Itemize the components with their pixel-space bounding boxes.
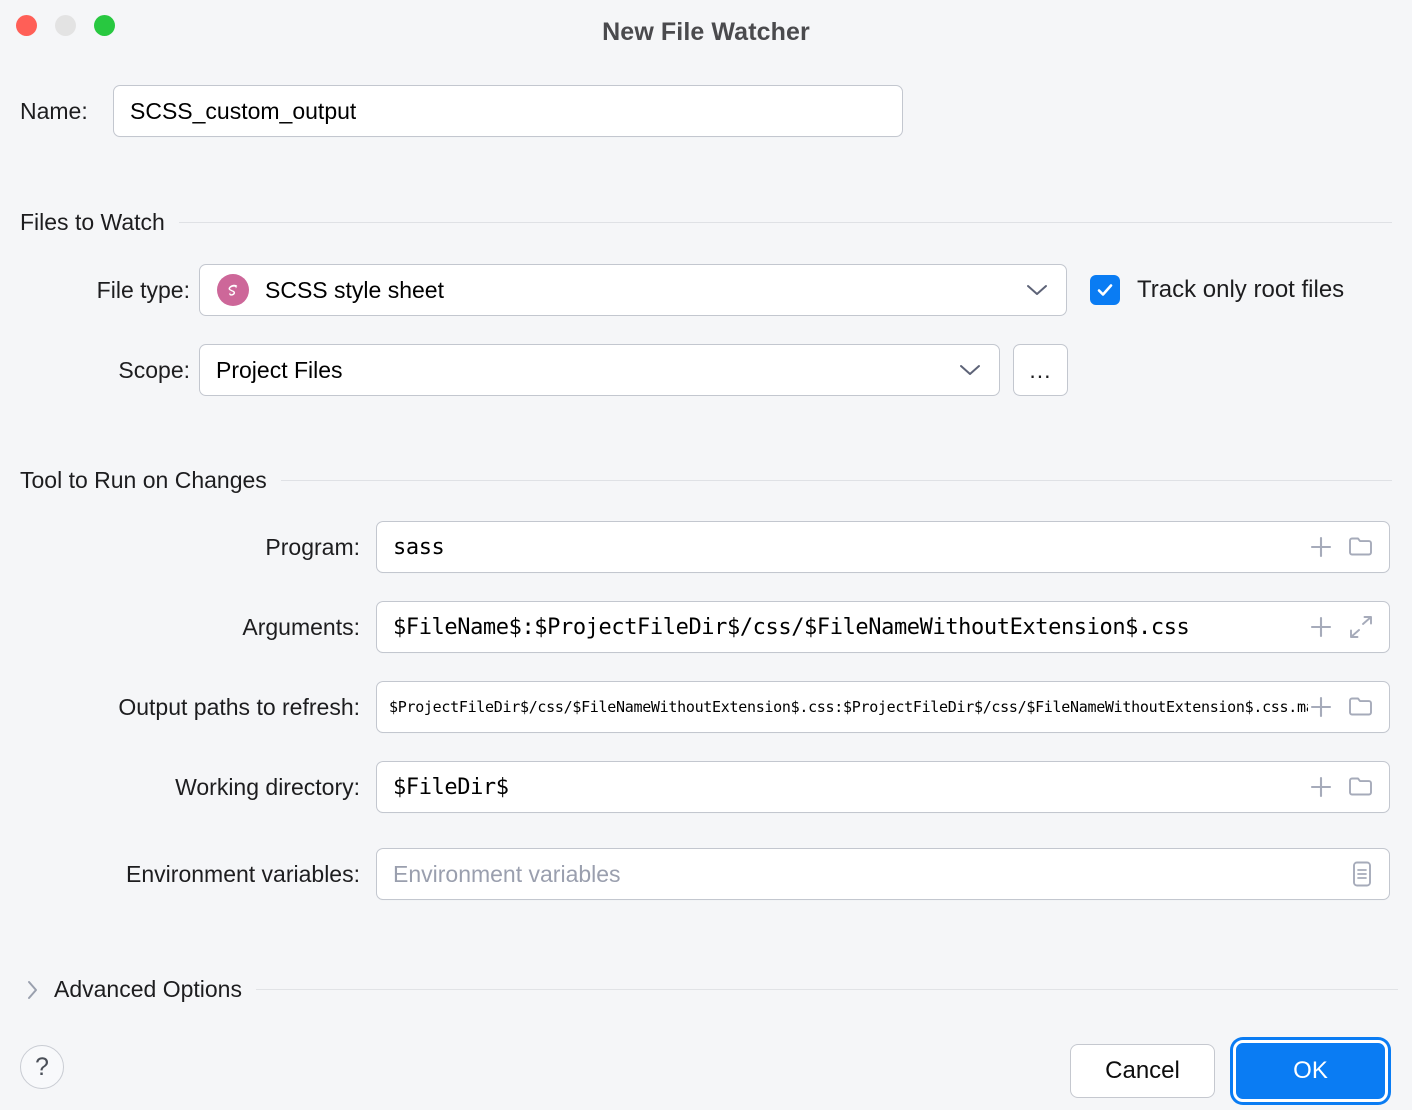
expand-editor-icon[interactable]: [1347, 613, 1375, 641]
browse-folder-icon[interactable]: [1347, 774, 1375, 800]
advanced-options-label: Advanced Options: [54, 976, 242, 1002]
window-title: New File Watcher: [602, 18, 810, 46]
ok-button[interactable]: OK: [1233, 1040, 1388, 1102]
track-only-root-files-checkbox[interactable]: [1090, 275, 1120, 305]
check-icon: [1097, 284, 1113, 296]
file-type-dropdown[interactable]: SCSS style sheet: [199, 264, 1067, 316]
advanced-divider: [255, 989, 1398, 990]
program-input-value: sass: [393, 534, 445, 560]
working-directory-row: Working directory: $FileDir$: [68, 761, 1390, 813]
name-label: Name:: [20, 97, 88, 124]
program-row: Program: sass: [68, 521, 1390, 573]
help-button[interactable]: ?: [20, 1045, 64, 1089]
zoom-window-button[interactable]: [94, 15, 115, 36]
environment-variables-label: Environment variables:: [126, 860, 360, 887]
insert-macro-icon[interactable]: [1308, 694, 1334, 720]
chevron-right-icon[interactable]: [26, 979, 40, 1001]
minimize-window-button[interactable]: [55, 15, 76, 36]
file-type-value: SCSS style sheet: [265, 276, 444, 303]
window-controls: [16, 15, 115, 36]
edit-variables-list-icon[interactable]: [1349, 859, 1375, 889]
arguments-label: Arguments:: [242, 613, 360, 640]
tool-to-run-section-header: Tool to Run on Changes: [20, 467, 1392, 494]
name-input[interactable]: SCSS_custom_output: [113, 85, 903, 137]
program-label: Program:: [265, 533, 360, 560]
chevron-down-icon: [959, 363, 999, 377]
chevron-down-icon: [1026, 283, 1066, 297]
arguments-input[interactable]: $FileName$:$ProjectFileDir$/css/$FileNam…: [376, 601, 1390, 653]
track-only-root-files-label: Track only root files: [1137, 276, 1345, 303]
files-to-watch-title: Files to Watch: [20, 209, 165, 235]
cancel-button[interactable]: Cancel: [1070, 1044, 1215, 1098]
environment-variables-row: Environment variables: Environment varia…: [68, 848, 1390, 900]
scope-label: Scope:: [118, 356, 190, 383]
name-row: Name: SCSS_custom_output: [20, 85, 903, 137]
output-paths-row: Output paths to refresh: $ProjectFileDir…: [68, 681, 1390, 733]
arguments-input-value: $FileName$:$ProjectFileDir$/css/$FileNam…: [393, 614, 1190, 640]
scope-dropdown[interactable]: Project Files: [199, 344, 1000, 396]
scope-value: Project Files: [216, 356, 343, 383]
output-paths-input-value: $ProjectFileDir$/css/$FileNameWithoutExt…: [389, 698, 1308, 716]
browse-folder-icon[interactable]: [1347, 694, 1375, 720]
output-paths-input[interactable]: $ProjectFileDir$/css/$FileNameWithoutExt…: [376, 681, 1390, 733]
track-only-root-files-checkbox-row[interactable]: Track only root files: [1090, 275, 1344, 305]
tool-to-run-title: Tool to Run on Changes: [20, 467, 267, 493]
file-type-row: File type: SCSS style sheet: [68, 264, 1067, 316]
scss-logo-icon: [217, 274, 249, 306]
scope-row: Scope: Project Files ...: [68, 344, 1068, 396]
program-input[interactable]: sass: [376, 521, 1390, 573]
arguments-row: Arguments: $FileName$:$ProjectFileDir$/c…: [68, 601, 1390, 653]
scope-browse-button[interactable]: ...: [1013, 344, 1068, 396]
title-bar: New File Watcher: [0, 0, 1412, 66]
insert-macro-icon[interactable]: [1308, 774, 1334, 800]
advanced-options-toggle[interactable]: Advanced Options: [26, 976, 1398, 1003]
section-divider: [178, 222, 1392, 223]
output-paths-label: Output paths to refresh:: [118, 693, 360, 720]
working-directory-input-value: $FileDir$: [393, 774, 509, 800]
browse-folder-icon[interactable]: [1347, 534, 1375, 560]
section-divider: [280, 480, 1392, 481]
file-type-label: File type:: [96, 276, 190, 303]
insert-macro-icon[interactable]: [1308, 614, 1334, 640]
name-input-value: SCSS_custom_output: [130, 97, 357, 124]
environment-variables-placeholder: Environment variables: [393, 860, 621, 887]
files-to-watch-section-header: Files to Watch: [20, 209, 1392, 236]
close-window-button[interactable]: [16, 15, 37, 36]
working-directory-input[interactable]: $FileDir$: [376, 761, 1390, 813]
insert-macro-icon[interactable]: [1308, 534, 1334, 560]
working-directory-label: Working directory:: [175, 773, 360, 800]
environment-variables-input[interactable]: Environment variables: [376, 848, 1390, 900]
